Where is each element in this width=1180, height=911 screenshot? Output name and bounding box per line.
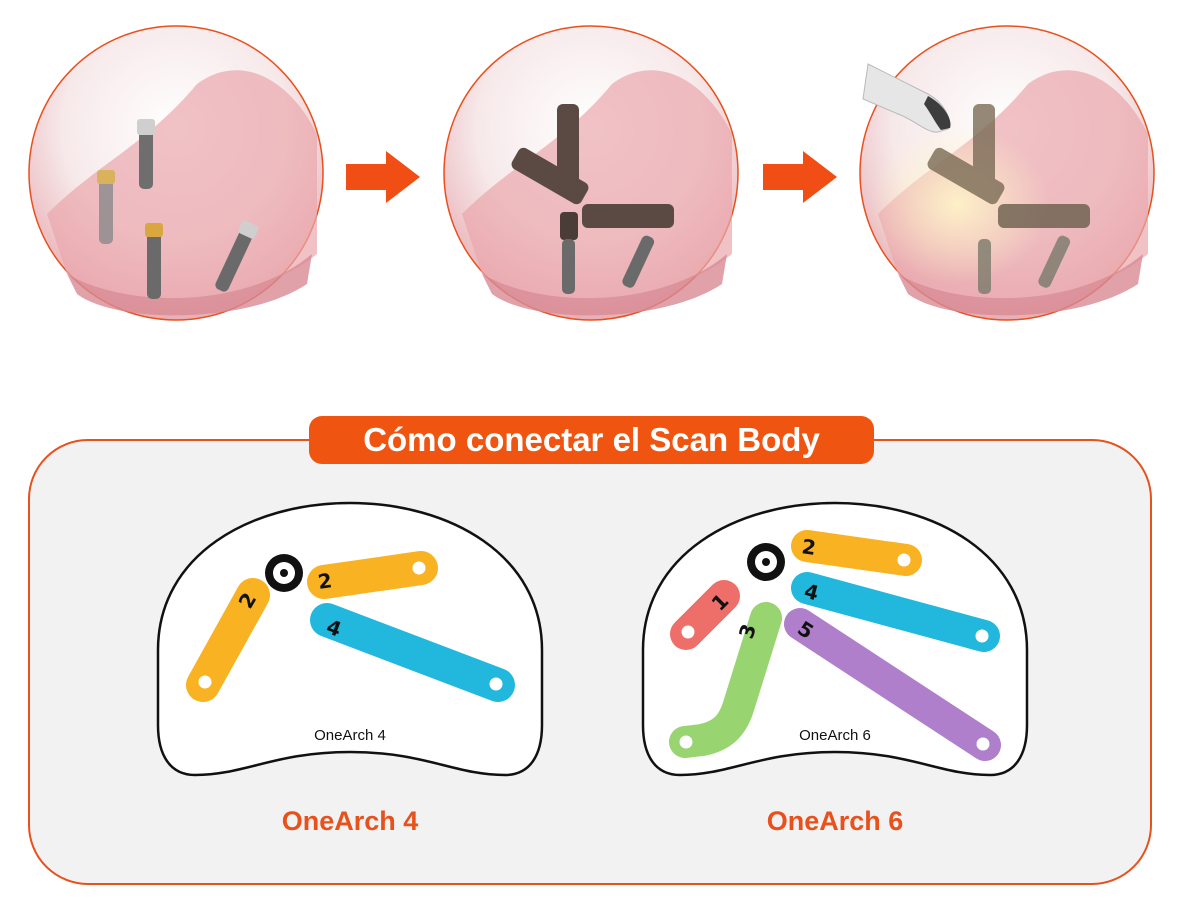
arch-inner-label: OneArch 6 <box>799 727 871 744</box>
scan-bar-2-top: 2 <box>307 551 438 599</box>
onearch-4-caption: OneArch 4 <box>281 806 419 836</box>
scan-bar-3: 3 <box>669 602 782 758</box>
scan-bar-2-left: 2 <box>186 578 270 702</box>
implant-icon <box>97 170 115 244</box>
scan-bar-4: 4 <box>310 603 515 702</box>
scan-bar-2: 2 <box>791 530 922 576</box>
implant-icon <box>137 119 155 189</box>
connector-circle <box>265 554 303 592</box>
scan-bar-5: 5 <box>784 608 1001 761</box>
scan-body-assembly-icon <box>927 104 1090 294</box>
bar-number: 4 <box>802 579 822 606</box>
scan-bar-4: 4 <box>791 572 1000 652</box>
onearch-6-caption: OneArch 6 <box>766 806 904 836</box>
step-2-scan-body-illustration <box>443 25 739 321</box>
arrow-right-icon <box>763 151 837 203</box>
connector-circle <box>747 543 785 581</box>
scan-body-assembly-icon <box>511 104 674 294</box>
implant-icon <box>215 220 259 292</box>
onearch-4-diagram: 2 2 4 OneArch 4 <box>156 501 544 777</box>
implant-icon <box>145 223 163 299</box>
scan-bar-1: 1 <box>670 580 740 650</box>
intraoral-scanner-icon <box>862 63 951 133</box>
arch-inner-label: OneArch 4 <box>314 727 386 744</box>
bar-number: 2 <box>316 568 333 594</box>
arrow-right-icon <box>346 151 420 203</box>
step-3-scanning-illustration <box>859 25 1155 321</box>
bar-number: 2 <box>800 534 817 560</box>
onearch-6-diagram: 1 3 2 4 5 OneArch 6 <box>641 501 1029 777</box>
step-1-implants-illustration <box>28 25 324 321</box>
panel-title: Cómo conectar el Scan Body <box>309 416 874 464</box>
